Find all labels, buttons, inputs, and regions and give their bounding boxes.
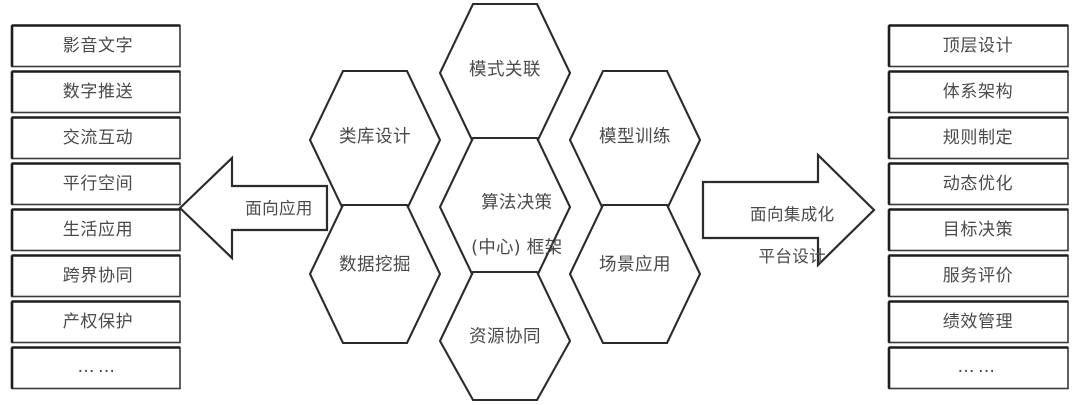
left-box-1[interactable] [10, 70, 181, 114]
left-box-5[interactable] [10, 254, 181, 298]
right-box-1[interactable] [887, 70, 1069, 114]
hexagon-upper-right[interactable] [568, 69, 702, 211]
right-box-0[interactable] [887, 24, 1069, 68]
right-box-5[interactable] [887, 254, 1069, 298]
right-arrow-shape[interactable] [701, 152, 876, 268]
hexagon-center[interactable] [438, 136, 572, 278]
right-box-2[interactable] [887, 116, 1069, 160]
left-box-4[interactable] [10, 208, 181, 252]
hexagon-upper-left[interactable] [308, 69, 442, 211]
right-box-6[interactable] [887, 300, 1069, 344]
hexagon-top[interactable] [438, 2, 572, 144]
left-arrow-shape[interactable] [178, 155, 329, 261]
right-box-7[interactable] [887, 346, 1069, 390]
right-box-3[interactable] [887, 162, 1069, 206]
hexagon-lower-right[interactable] [568, 203, 702, 345]
left-box-0[interactable] [10, 24, 181, 68]
right-box-4[interactable] [887, 208, 1069, 252]
left-box-2[interactable] [10, 116, 181, 160]
hexagon-bottom[interactable] [438, 270, 572, 402]
hexagon-lower-left[interactable] [308, 203, 442, 345]
left-box-6[interactable] [10, 300, 181, 344]
left-column-boxes [10, 24, 181, 390]
left-box-3[interactable] [10, 162, 181, 206]
left-box-7[interactable] [10, 346, 181, 390]
right-column-boxes [887, 24, 1069, 390]
